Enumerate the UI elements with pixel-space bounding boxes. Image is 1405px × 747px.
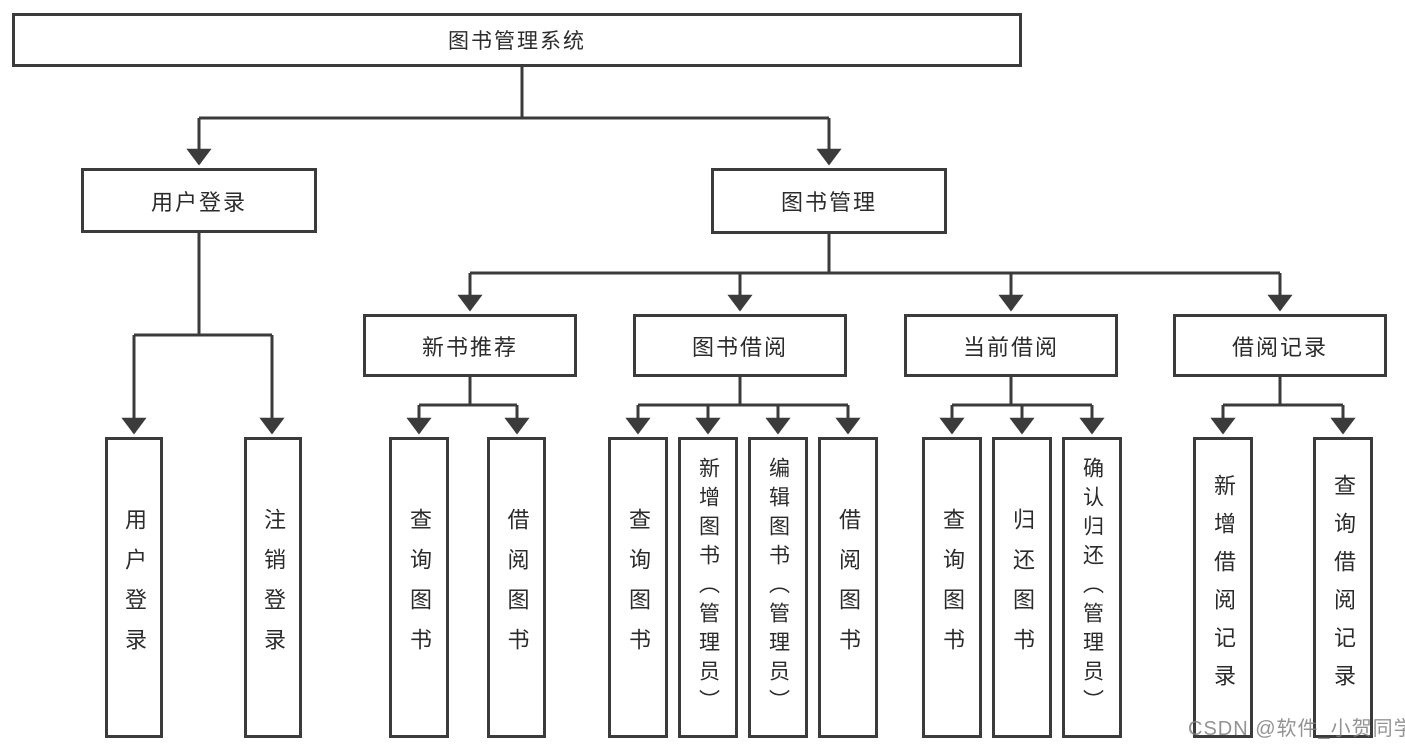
leaf-query-book-current: 查询图书 [922,437,982,738]
leaf-user-login: 用户登录 [105,437,163,738]
node-new-book-recommend-label: 新书推荐 [421,334,518,360]
node-current-borrow-label: 当前借阅 [962,334,1059,360]
node-borrow-record-label: 借阅记录 [1231,334,1328,360]
node-new-book-recommend: 新书推荐 [363,314,577,377]
leaf-edit-book-admin: 编辑图书（管理员） [748,437,808,738]
node-current-borrow: 当前借阅 [904,314,1118,377]
leaf-query-book-recommend: 查询图书 [389,437,449,738]
node-user-login-label: 用户登录 [150,189,247,215]
leaf-logout: 注销登录 [244,437,302,738]
leaf-query-book-borrow: 查询图书 [608,437,668,738]
leaf-borrow-book-recommend: 借阅图书 [487,437,546,738]
node-book-management: 图书管理 [711,168,947,234]
csdn-watermark: CSDN @软件_小贺同学 [1188,718,1405,740]
node-root: 图书管理系统 [12,13,1022,67]
node-book-management-label: 图书管理 [780,190,877,215]
leaf-add-book-admin: 新增图书（管理员） [678,437,738,738]
leaf-confirm-return-admin: 确认归还（管理员） [1062,437,1122,738]
leaf-return-book: 归还图书 [992,437,1052,738]
node-book-borrow-label: 图书借阅 [691,334,788,360]
node-borrow-record: 借阅记录 [1173,314,1387,377]
leaf-borrow-book: 借阅图书 [818,437,878,738]
node-user-login: 用户登录 [81,168,317,233]
leaf-query-borrow-record: 查询借阅记录 [1313,437,1373,738]
node-root-label: 图书管理系统 [448,30,586,53]
leaf-add-borrow-record: 新增借阅记录 [1193,437,1253,738]
node-book-borrow: 图书借阅 [633,314,847,377]
